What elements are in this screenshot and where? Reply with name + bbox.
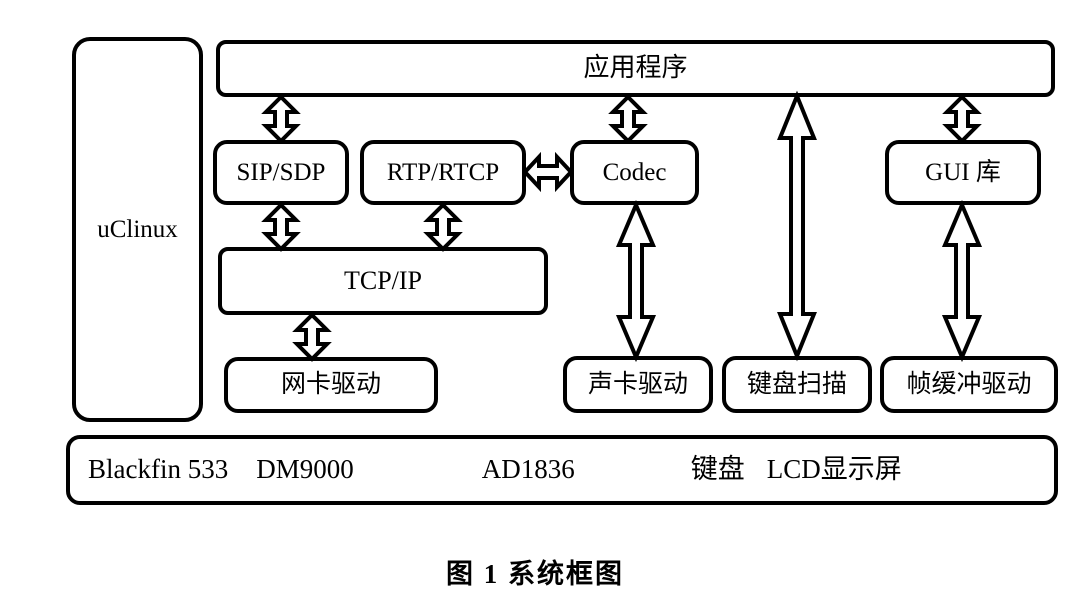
- block-rtp-rtcp: RTP/RTCP: [360, 140, 526, 205]
- arrow-application-to-keyboard-scan: [775, 90, 819, 362]
- block-tcp-ip: TCP/IP: [218, 247, 548, 315]
- block-sound-card-driver-label: 声卡驱动: [587, 370, 688, 398]
- arrow-rtp-rtcp-to-codec: [522, 151, 574, 193]
- hardware-item-row: Blackfin 533 DM9000 AD1836 键盘 LCD显示屏: [84, 454, 1054, 485]
- block-nic-driver-label: 网卡驱动: [280, 371, 381, 399]
- hardware-item-ad1836: AD1836: [481, 454, 575, 485]
- block-gui-library: GUI 库: [885, 140, 1041, 205]
- block-keyboard-scan-label: 键盘扫描: [746, 370, 847, 398]
- arrow-application-to-gui-library: [942, 94, 982, 144]
- figure-caption: 图 1 系统框图: [446, 559, 624, 589]
- block-rtp-rtcp-label: RTP/RTCP: [386, 158, 500, 186]
- block-uclinux: uClinux: [72, 37, 203, 422]
- block-keyboard-scan: 键盘扫描: [722, 356, 872, 413]
- block-uclinux-label: uClinux: [97, 215, 178, 243]
- arrow-application-to-codec: [608, 94, 648, 144]
- block-tcp-ip-label: TCP/IP: [343, 265, 423, 295]
- arrow-application-to-sip-sdp: [261, 94, 301, 144]
- block-sound-card-driver: 声卡驱动: [563, 356, 713, 413]
- hardware-item-keyboard: 键盘: [690, 454, 745, 485]
- hardware-item-lcd-display: LCD显示屏: [766, 454, 902, 485]
- hardware-item-blackfin-533: Blackfin 533: [88, 454, 229, 485]
- block-framebuffer-driver: 帧缓冲驱动: [880, 356, 1058, 413]
- arrow-gui-library-to-framebuffer-driver: [940, 199, 984, 363]
- arrow-rtp-rtcp-to-tcp-ip: [423, 202, 463, 252]
- block-codec-label: Codec: [602, 158, 667, 186]
- arrow-tcp-ip-to-nic-driver: [292, 312, 332, 362]
- block-application: 应用程序: [216, 40, 1055, 97]
- arrow-codec-to-sound-card-driver: [614, 199, 658, 363]
- block-codec: Codec: [570, 140, 699, 205]
- block-hardware-layer: Blackfin 533 DM9000 AD1836 键盘 LCD显示屏: [66, 435, 1058, 505]
- arrow-sip-sdp-to-tcp-ip: [261, 202, 301, 252]
- block-application-label: 应用程序: [583, 53, 688, 83]
- block-sip-sdp-label: SIP/SDP: [236, 158, 326, 186]
- hardware-item-dm9000: DM9000: [256, 454, 354, 485]
- block-sip-sdp: SIP/SDP: [213, 140, 349, 205]
- block-nic-driver: 网卡驱动: [224, 357, 438, 413]
- block-framebuffer-driver-label: 帧缓冲驱动: [906, 370, 1032, 398]
- block-gui-library-label: GUI 库: [925, 158, 1001, 186]
